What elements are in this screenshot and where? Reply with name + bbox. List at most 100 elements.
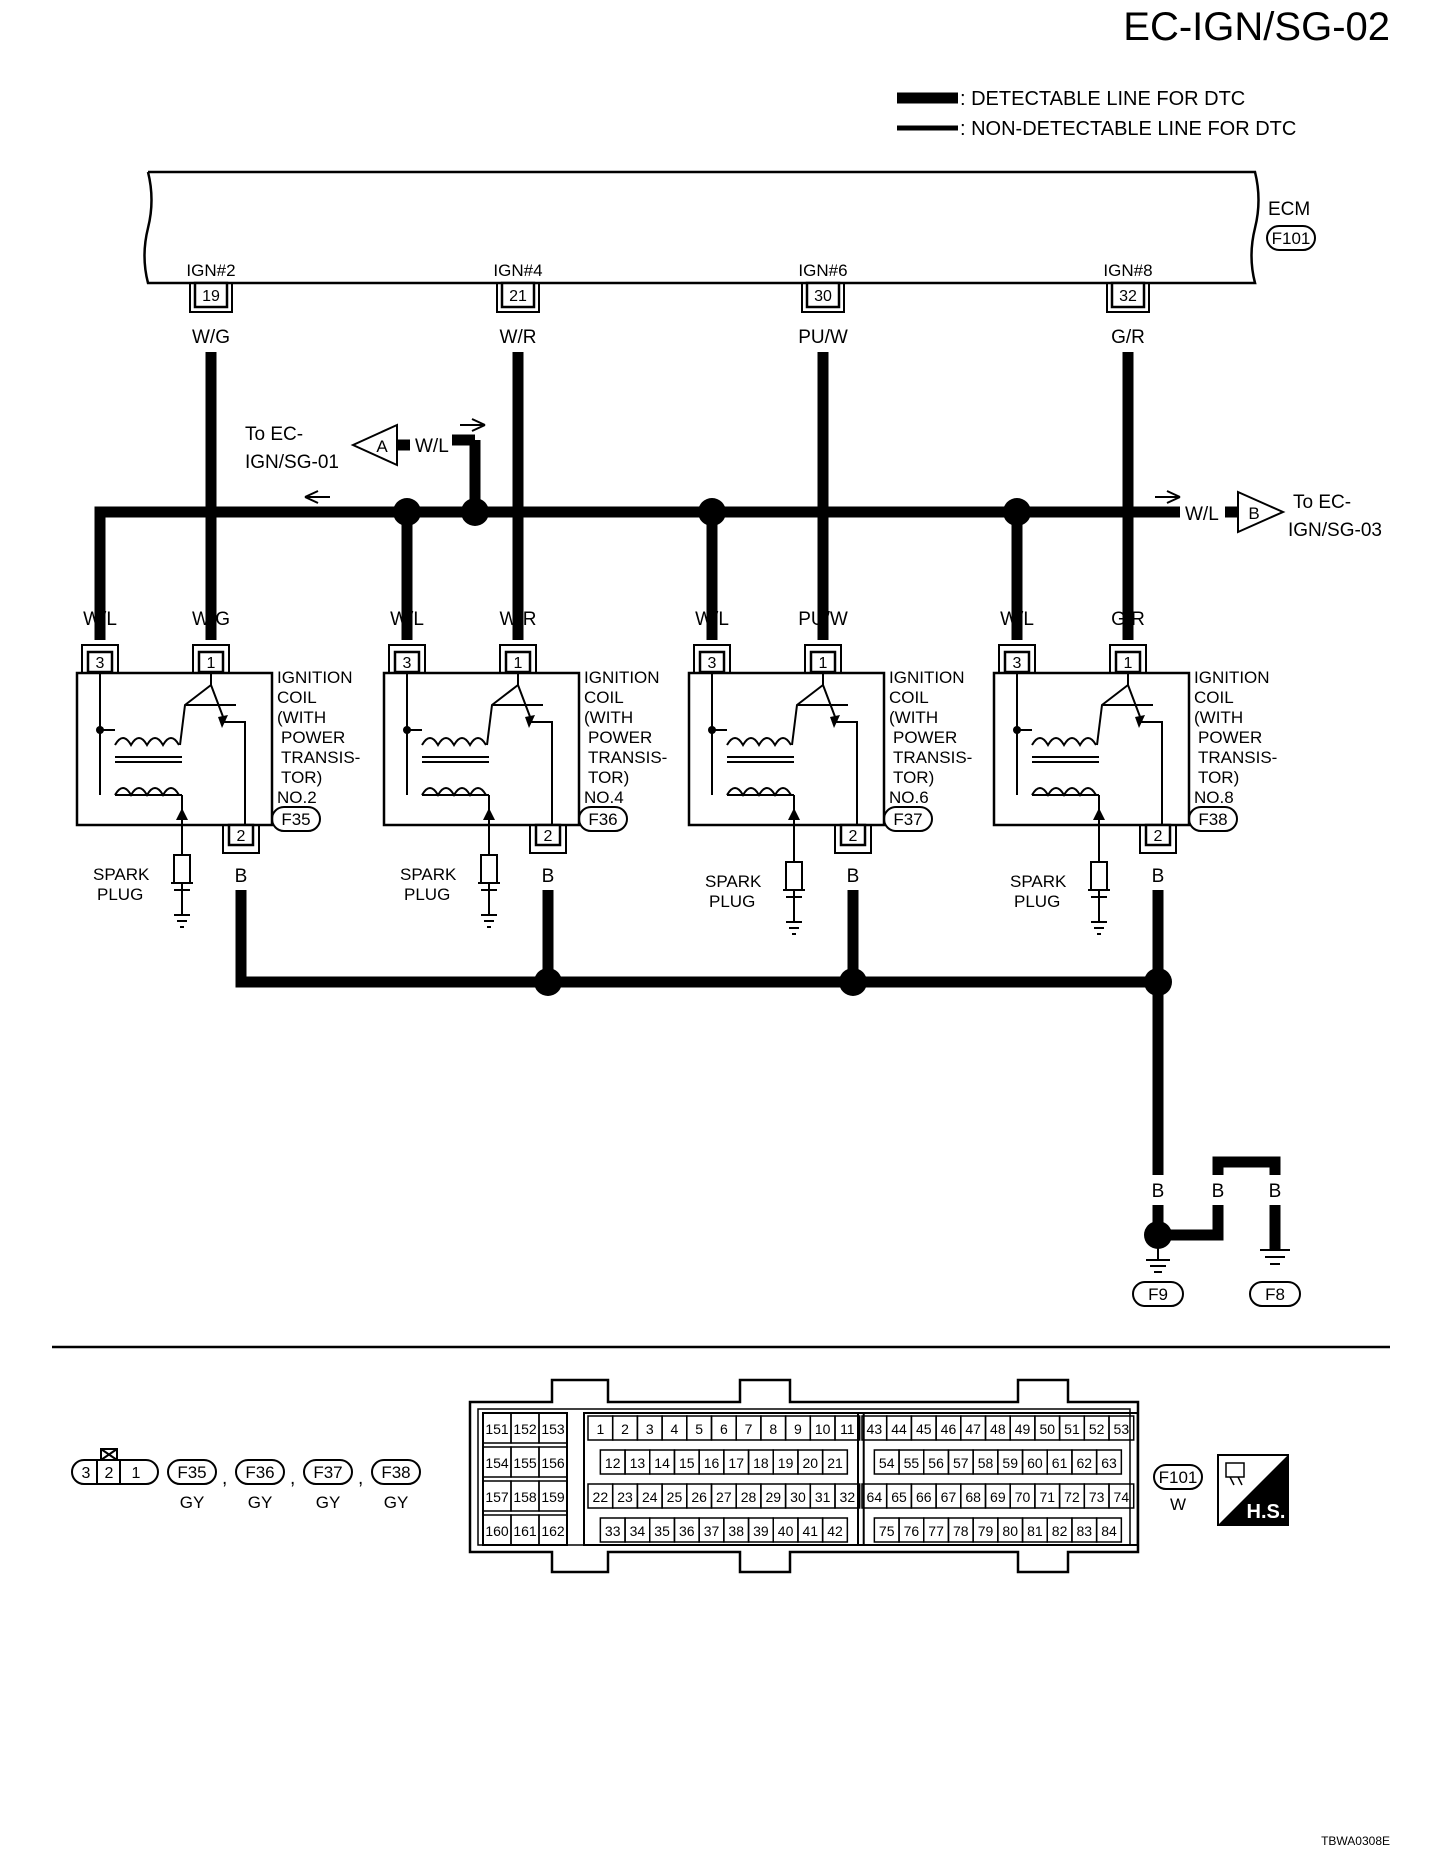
coil-label-4: POWER	[1198, 728, 1262, 747]
ecm-face-pin-label: 74	[1114, 1489, 1130, 1505]
ecm-face-pin-label: 8	[769, 1421, 777, 1437]
ecm-face-pin-label: 2	[621, 1421, 629, 1437]
ecm-face-pin-label: 51	[1064, 1421, 1080, 1437]
ecm-face-pin-label: 156	[541, 1455, 565, 1471]
splice-dot	[461, 498, 489, 526]
coil-label-3: (WITH	[584, 708, 633, 727]
signal-wire-color: PU/W	[798, 327, 848, 348]
coil-pin-ground	[1144, 823, 1172, 847]
coil-pin-ground-number: 2	[544, 828, 553, 845]
signal-wire-color-coil: W/G	[192, 609, 230, 630]
offpage-connector-b: W/L B To EC- IGN/SG-03	[1185, 490, 1382, 541]
ignition-channel-2: IGN#2 19 W/G W/L W/G 3 1 2 IGNITION COIL…	[75, 261, 360, 928]
bus-arrow-left	[304, 490, 330, 504]
ecm-face-pin	[1095, 1449, 1123, 1475]
ignition-coil-box	[687, 671, 886, 827]
coil-label-5: TRANSIS-	[1198, 748, 1277, 767]
coil-connector-badge	[1188, 806, 1238, 832]
ecm-face-pin-label: 52	[1089, 1421, 1105, 1437]
coil-label-7: NO.4	[584, 788, 624, 807]
ecm-pin-box	[1110, 281, 1146, 309]
ecm-face-pin-label: 3	[646, 1421, 654, 1437]
coil-pin-ground-number: 2	[849, 828, 858, 845]
ground-f9-badge	[1132, 1281, 1184, 1307]
coil-face-color: GY	[180, 1493, 205, 1512]
ecm-face-pin-label: 161	[513, 1523, 537, 1539]
ignition-coil-box	[992, 671, 1191, 827]
ecm-pin-number: 21	[509, 288, 527, 305]
coil-face-pin-2: 2	[105, 1465, 114, 1482]
offpage-a-letter: A	[376, 437, 388, 456]
ignition-channel-8: IGN#8 32 G/R W/L G/R 3 1 2 IGNITION COIL…	[992, 261, 1277, 935]
ground-wire-color: B	[1152, 866, 1165, 887]
ecm-face-pin-label: 21	[827, 1455, 843, 1471]
ecm-face-pin-label: 154	[485, 1455, 509, 1471]
ecm-face-pin-label: 75	[879, 1523, 895, 1539]
coil-pin-power-number: 3	[708, 655, 717, 672]
power-wire-color: W/L	[695, 609, 729, 630]
ecm-face-pin-label: 153	[541, 1421, 565, 1437]
page-title: EC-IGN/SG-02	[1123, 5, 1390, 49]
coil-pin-signal-number: 1	[514, 655, 523, 672]
ecm-face-pin-label: 32	[840, 1489, 856, 1505]
separator: ,	[290, 1468, 295, 1489]
ecm-face-pin-label: 47	[965, 1421, 981, 1437]
ecm-face-pin-label: 12	[605, 1455, 621, 1471]
coil-face-code: F37	[313, 1463, 342, 1482]
ecm-face-pin	[834, 1483, 861, 1509]
coil-label-3: (WITH	[889, 708, 938, 727]
ecm-face-pin-label: 62	[1077, 1455, 1093, 1471]
coil-pin-signal	[504, 650, 532, 674]
ecm-face-pin-label: 70	[1015, 1489, 1031, 1505]
ecm-face-pin-label: 59	[1002, 1455, 1018, 1471]
spark-plug	[1088, 861, 1110, 935]
coil-label-6: TOR)	[1198, 768, 1239, 787]
spark-plug	[171, 854, 193, 928]
ecm-face-pin-label: 84	[1101, 1523, 1117, 1539]
ecm-face-pin-label: 1	[596, 1421, 604, 1437]
ecm-face-pin-label: 6	[720, 1421, 728, 1437]
ecm-face-pin-label: 40	[778, 1523, 794, 1539]
ecm-face-pin	[1108, 1483, 1135, 1509]
offpage-a-arrow	[460, 418, 486, 432]
ecm-connector-badge	[1266, 225, 1316, 251]
legend-detectable: : DETECTABLE LINE FOR DTC	[960, 88, 1245, 110]
footer-code: TBWA0308E	[1321, 1834, 1390, 1848]
ignition-channel-4: IGN#4 21 W/R W/L W/R 3 1 2 IGNITION COIL…	[382, 261, 667, 928]
ecm-pin-number: 30	[814, 288, 832, 305]
ecm-pin-box	[805, 281, 841, 309]
coil-label-6: TOR)	[588, 768, 629, 787]
coil-pin-power	[393, 650, 421, 674]
ignition-channel-6: IGN#6 30 PU/W W/L PU/W 3 1 2 IGNITION CO…	[687, 261, 972, 935]
coil-pin-ground-number: 2	[237, 828, 246, 845]
coil-label-3: (WITH	[277, 708, 326, 727]
ecm-face-pin-label: 158	[513, 1489, 537, 1505]
ecm-face-pin-label: 160	[485, 1523, 509, 1539]
ecm-face-pin-label: 82	[1052, 1523, 1068, 1539]
offpage-b-wire: W/L	[1185, 504, 1219, 525]
ground-wire-color: B	[235, 866, 248, 887]
signal-wire-color-coil: G/R	[1111, 609, 1145, 630]
ecm-connector-code: F101	[1272, 229, 1311, 248]
harness-side-icon: H.S.	[1217, 1454, 1289, 1526]
signal-wire-color-coil: W/R	[500, 609, 537, 630]
ecm-face-pin-label: 7	[745, 1421, 753, 1437]
coil-connector-code: F38	[1198, 810, 1227, 829]
spark-plug-label-2: PLUG	[97, 885, 143, 904]
ecm-face-pin-label: 28	[741, 1489, 757, 1505]
ecm-face-pin-label: 155	[513, 1455, 537, 1471]
coil-label-2: COIL	[277, 688, 317, 707]
separator: ,	[222, 1468, 227, 1489]
offpage-b-text-1: To EC-	[1293, 492, 1351, 513]
ecm-face-pin	[1095, 1517, 1123, 1543]
splice-dot	[534, 968, 562, 996]
ecm-face-pin-label: 9	[794, 1421, 802, 1437]
ecm-face-pin-label: 157	[485, 1489, 509, 1505]
coil-pin-power-number: 3	[1013, 655, 1022, 672]
ecm-face-pin-label: 79	[978, 1523, 994, 1539]
ecm-face-pin-label: 23	[617, 1489, 633, 1505]
ecm-face-pin-label: 34	[630, 1523, 646, 1539]
spark-plug	[478, 854, 500, 928]
coil-connector-badge	[883, 806, 933, 832]
